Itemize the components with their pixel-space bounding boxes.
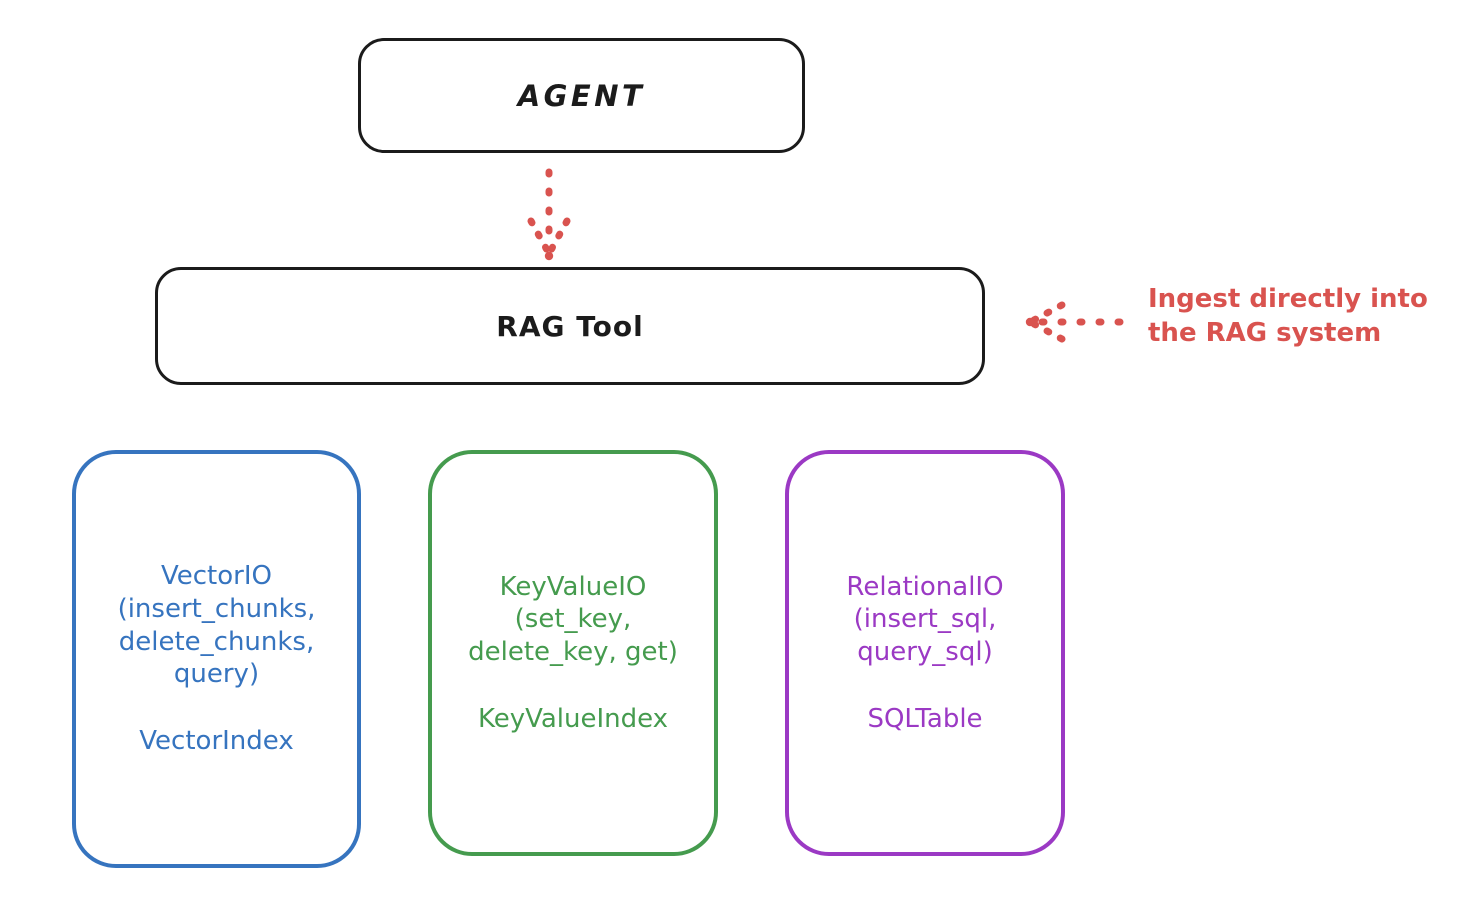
node-relational-io[interactable]: RelationalIO (insert_sql, query_sql) SQL… — [785, 450, 1065, 856]
node-relational-io-subtitle: SQLTable — [867, 703, 983, 734]
node-agent-label: AGENT — [517, 78, 646, 113]
node-rag-tool[interactable]: RAG Tool — [155, 267, 985, 385]
annotation-ingest: Ingest directly into the RAG system — [1148, 284, 1428, 348]
ingest-connector — [1025, 301, 1124, 343]
node-relational-io-title: RelationalIO (insert_sql, query_sql) — [846, 571, 1004, 668]
node-agent[interactable]: AGENT — [358, 38, 805, 153]
node-rag-tool-label: RAG Tool — [496, 309, 644, 343]
node-vector-io-title: VectorIO (insert_chunks, delete_chunks, … — [117, 561, 316, 690]
node-vector-io-subtitle: VectorIndex — [139, 726, 294, 757]
agent-to-rag-connector — [527, 168, 571, 261]
node-keyvalue-io[interactable]: KeyValueIO (set_key, delete_key, get) Ke… — [428, 450, 718, 856]
node-keyvalue-io-title: KeyValueIO (set_key, delete_key, get) — [468, 571, 678, 668]
node-vector-io[interactable]: VectorIO (insert_chunks, delete_chunks, … — [72, 450, 361, 868]
node-keyvalue-io-subtitle: KeyValueIndex — [477, 703, 669, 734]
